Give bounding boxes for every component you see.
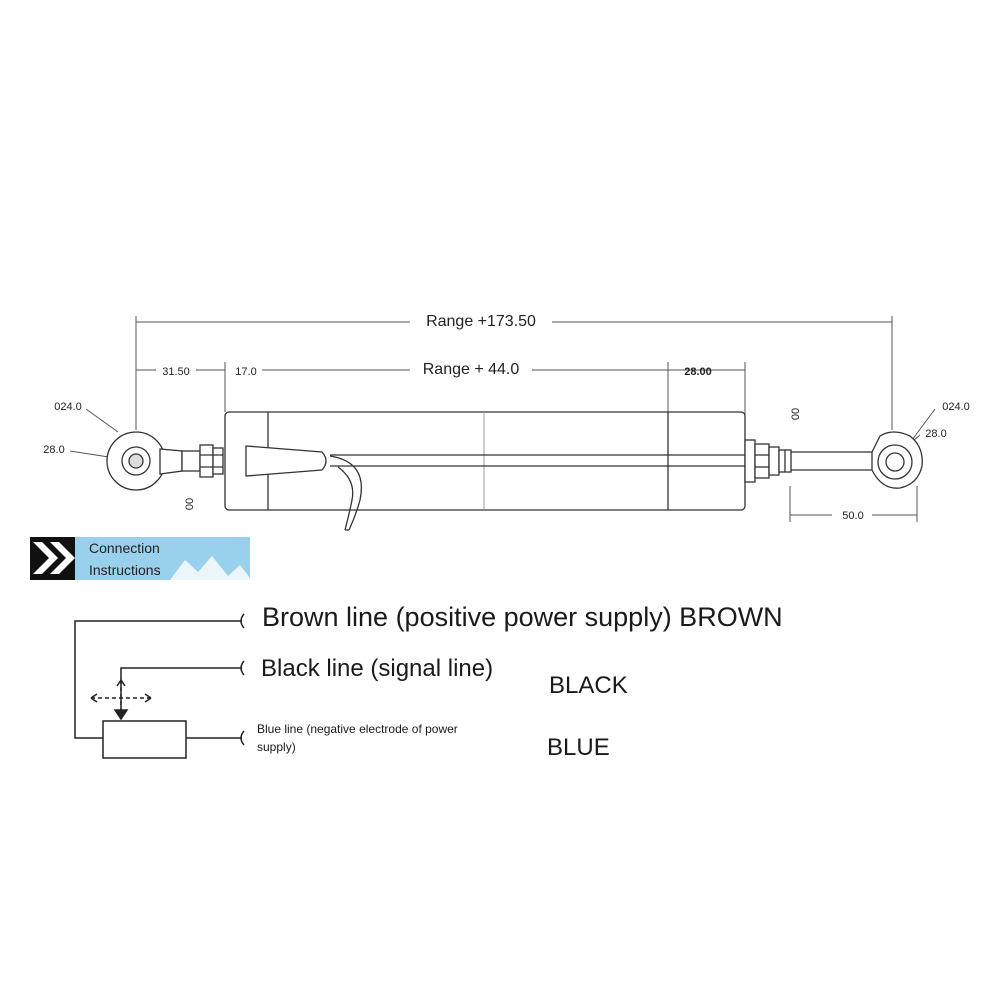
right-eye-inner-label: 28.0: [925, 428, 946, 440]
left-eye-inner-label: 28.0: [43, 444, 64, 456]
wiring-schematic: [74, 613, 245, 759]
banner-line-2: Instructions: [89, 562, 161, 578]
left-nut: [199, 444, 214, 478]
rod-mark-left: 00: [184, 498, 196, 510]
black-color-label: BLACK: [549, 672, 628, 699]
cable-gland: [245, 445, 327, 477]
rod-mark-right: 00: [790, 408, 802, 420]
brown-line-label: Brown line (positive power supply) BROWN: [262, 602, 783, 632]
black-line-label: Black line (signal line): [261, 655, 493, 682]
dimension-lines: [69, 316, 936, 522]
blue-line-label-2: supply): [257, 740, 296, 754]
right-eye-outer-label: 024.0: [942, 401, 970, 413]
right-body-label: 28.00: [684, 366, 712, 378]
right-nut: [754, 443, 770, 479]
left-offset-label: 31.50: [162, 366, 190, 378]
overall-range-label: Range +173.50: [426, 313, 536, 330]
connection-banner: Connection Instructions: [30, 537, 250, 580]
chevron-right-icon: [33, 542, 58, 574]
sensor-drawing: [106, 411, 923, 531]
body-range-label: Range + 44.0: [423, 361, 520, 378]
potentiometer-symbol: [102, 720, 187, 759]
left-eye-outer-label: 024.0: [54, 401, 82, 413]
left-body-label: 17.0: [235, 366, 256, 378]
banner-line-1: Connection: [89, 540, 160, 556]
blue-color-label: BLUE: [547, 734, 610, 761]
blue-line-label-1: Blue line (negative electrode of power: [257, 722, 458, 736]
chevron-right-icon-2: [50, 542, 75, 574]
right-rod-length-label: 50.0: [842, 510, 863, 522]
